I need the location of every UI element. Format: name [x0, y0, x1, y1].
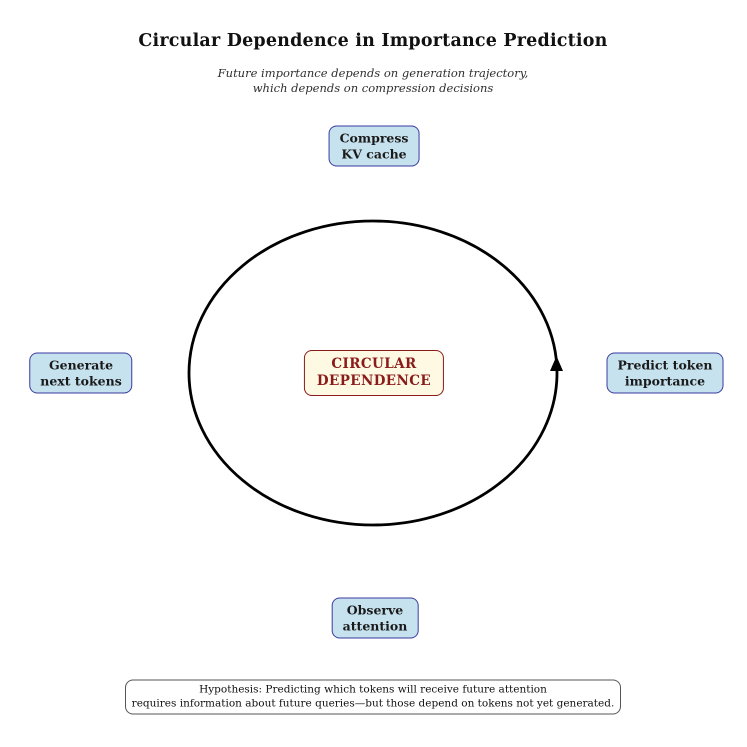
hypothesis-box: Hypothesis: Predicting which tokens will…	[125, 679, 621, 715]
node-label-line: attention	[342, 618, 408, 633]
node-label-line: Observe	[346, 602, 404, 618]
center-label-line: DEPENDENCE	[316, 373, 432, 389]
cycle-ellipse	[187, 219, 559, 527]
center-circular-dependence-label: CIRCULAR DEPENDENCE	[303, 350, 445, 396]
node-label-line: Predict token	[617, 357, 713, 373]
hypothesis-line-2: requires information about future querie…	[131, 697, 615, 710]
subtitle-line-2: which depends on compression decisions	[252, 81, 494, 95]
page-title: Circular Dependence in Importance Predic…	[138, 31, 608, 51]
node-predict-token-importance: Predict token importance	[606, 352, 724, 394]
node-observe-attention: Observe attention	[331, 597, 419, 639]
node-label-line: importance	[624, 373, 706, 388]
node-label-line: next tokens	[40, 373, 122, 388]
arrow-up-icon	[550, 356, 563, 371]
node-compress-kv-cache: Compress KV cache	[328, 125, 420, 167]
subtitle-line-1: Future importance depends on generation …	[217, 66, 529, 80]
node-label-line: KV cache	[341, 146, 407, 161]
center-label-line: CIRCULAR	[331, 356, 417, 372]
subtitle: Future importance depends on generation …	[218, 66, 529, 96]
hypothesis-line-1: Hypothesis: Predicting which tokens will…	[199, 683, 547, 696]
node-generate-next-tokens: Generate next tokens	[29, 352, 133, 394]
node-label-line: Compress	[339, 130, 409, 146]
node-label-line: Generate	[48, 357, 114, 373]
